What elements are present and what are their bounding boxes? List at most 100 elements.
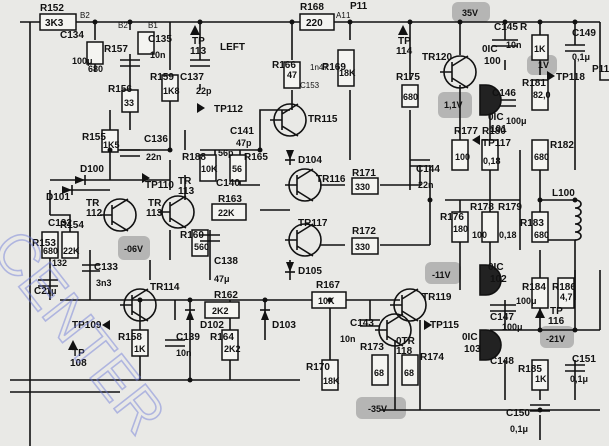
label-tr116: TR116 [316, 174, 346, 185]
highlight-11v [425, 262, 461, 284]
label-oic103: 0IC [462, 332, 478, 343]
label-r170: R170 [306, 362, 330, 373]
label-tp118: TP118 [556, 72, 585, 83]
label-c134-value: 100μ [72, 56, 93, 66]
label-tr115: TR115 [308, 114, 338, 125]
label-c149-value: 0,1μ [572, 52, 590, 62]
label-r152-value: 3K3 [45, 18, 64, 29]
label-c148: C148 [490, 356, 514, 367]
label-r172-value: 330 [355, 242, 370, 252]
label-r180: R180 [482, 126, 506, 137]
label-r180-value: 0,18 [483, 156, 501, 166]
label-06v: -06V [124, 244, 143, 254]
label-r169-value: 18K [339, 68, 356, 78]
label-r174-value: 68 [404, 368, 414, 378]
label-r167-value: 10K [318, 296, 335, 306]
label-tp115: TP115 [430, 320, 459, 331]
label-c150: C150 [506, 408, 530, 419]
label-21v: -21V [546, 334, 565, 344]
label-r157: R157 [104, 44, 128, 55]
label-r178-value: 100 [472, 230, 487, 240]
label-p11-right: P11 [592, 64, 609, 75]
label-r159-value: 1K8 [163, 86, 180, 96]
highlight-21v [540, 326, 574, 348]
label-r171-value: 330 [355, 182, 370, 192]
label-r178: R178 [470, 202, 494, 213]
label-r188-value: 10K [201, 164, 218, 174]
label-r166-value: 47 [287, 70, 297, 80]
label-r165: R165 [244, 152, 268, 163]
component-boxes [39, 13, 575, 391]
label-r156: R156 [108, 84, 132, 95]
label-c136: C136 [144, 134, 168, 145]
label-tp114: TP [398, 36, 411, 47]
label-r162: R162 [214, 290, 238, 301]
label-r173-value: 68 [374, 368, 384, 378]
label-c140-value: 56p [218, 148, 234, 158]
label-r167: R167 [316, 280, 340, 291]
label-tr118-number: 118 [396, 346, 413, 357]
label-c141-value: 47p [236, 138, 252, 148]
watermark: CENTER [0, 218, 178, 446]
label-r165-value: 56 [232, 164, 242, 174]
capacitor-symbols [38, 39, 585, 412]
label-r186-value: 4,7 [560, 292, 573, 302]
label-one: 1 [346, 11, 351, 20]
junctions [92, 19, 578, 413]
label-tr118: 0TR [396, 336, 416, 347]
label-b1-c135: B1 [148, 21, 158, 30]
label-r: R [520, 22, 528, 33]
label-1v: 1V [538, 60, 549, 70]
label-tp112: TP112 [214, 104, 243, 115]
label-35v-bottom: -35V [368, 404, 387, 414]
label-tp116-number: 116 [548, 316, 565, 327]
label-c135: C135 [148, 34, 172, 45]
label-r179-value: 0,18 [499, 230, 517, 240]
label-r162-value: 2K2 [212, 306, 229, 316]
label-r170-value: 18K [323, 376, 340, 386]
label-c153-value: 1n47 [310, 63, 328, 72]
label-c2-value: 1μ [46, 286, 57, 296]
label-r179: R179 [498, 202, 522, 213]
label-tr-a: TR [178, 176, 192, 187]
label-c147: C147 [490, 312, 514, 323]
label-r184-value: 100μ [516, 296, 537, 306]
label-r156-value: 33 [124, 98, 134, 108]
label-r168-value: 220 [306, 18, 323, 29]
label-c138: C138 [214, 256, 238, 267]
label-c133: C133 [94, 262, 118, 273]
label-c149: C149 [572, 28, 596, 39]
label-tp116: TP [550, 306, 563, 317]
label-r154: R154 [60, 220, 84, 231]
label-1-1v: 1,1V [444, 100, 463, 110]
label-c136-value: 22n [146, 152, 162, 162]
label-tr120: TR120 [422, 52, 452, 63]
label-p11: P11 [350, 1, 368, 12]
label-r168: R168 [300, 2, 324, 13]
label-left: LEFT [220, 42, 245, 53]
diodes [62, 150, 295, 320]
label-c132: C132 [48, 218, 72, 229]
label-r153-value: 680 [43, 246, 58, 256]
label-r185-value: 1K [535, 374, 547, 384]
label-c139: C139 [176, 332, 200, 343]
label-r166: R166 [272, 60, 296, 71]
label-r188: R188 [182, 152, 206, 163]
label-c145: C145 [494, 22, 518, 33]
label-c151-value: 0,1μ [570, 374, 588, 384]
label-c139-value: 10n [176, 348, 192, 358]
label-d101: D101 [46, 192, 70, 203]
label-c132-value: 132 [52, 258, 67, 268]
label-oic100: 0IC [482, 44, 498, 55]
label-c150-value: 0,1μ [510, 424, 528, 434]
label-r163-value: 22K [218, 208, 235, 218]
label-a1-top: A1 [336, 11, 346, 20]
label-r181-value: 82,0 [533, 90, 551, 100]
label-b2-top: B2 [80, 11, 90, 20]
label-r177-value: 100 [455, 152, 470, 162]
label-r158: R158 [118, 332, 142, 343]
label-d105: D105 [298, 266, 322, 277]
label-r154-value: 22K [63, 246, 80, 256]
label-r171: R171 [352, 168, 376, 179]
